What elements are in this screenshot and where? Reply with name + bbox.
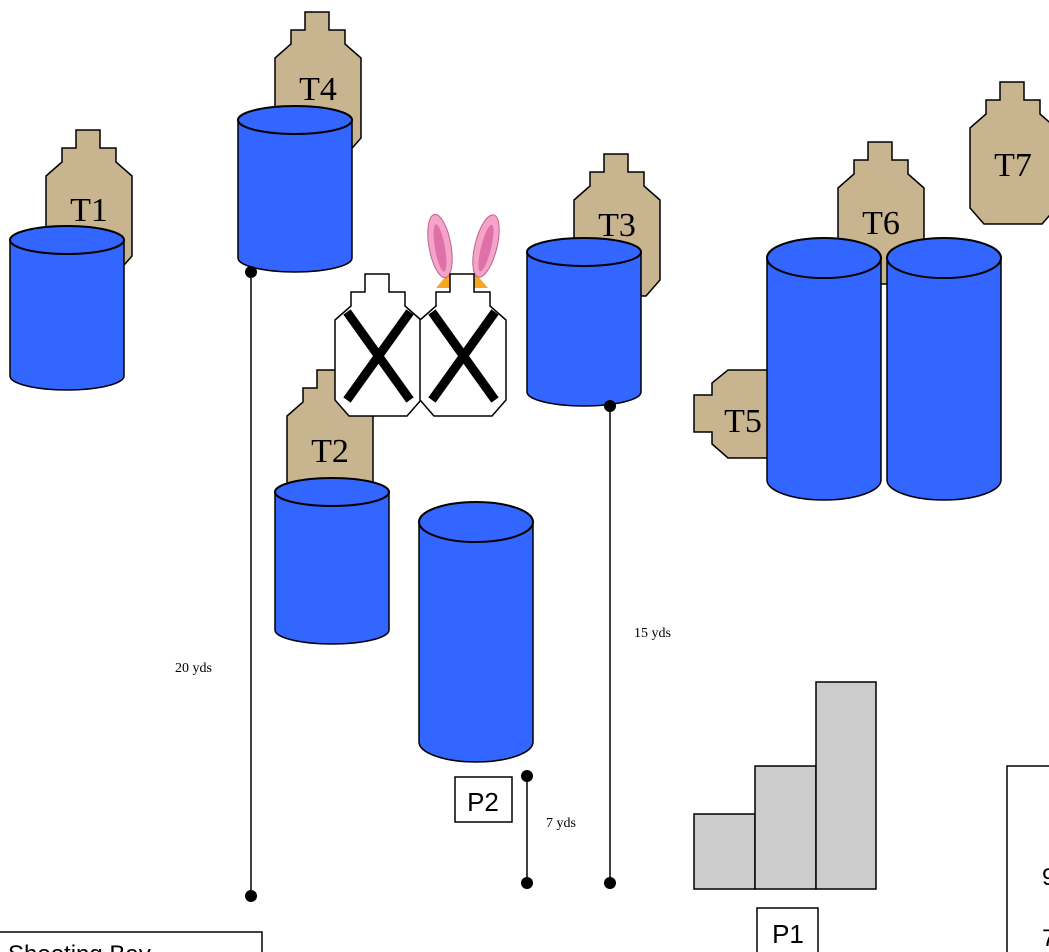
distance-label-15yds: 15 yds xyxy=(634,626,671,641)
stage-info-box: 9 7 xyxy=(1006,765,1049,952)
no-shoot-target-left xyxy=(334,273,422,417)
target-t6-label: T6 xyxy=(862,205,900,242)
barrel-1 xyxy=(9,225,125,391)
distance-line-15yds xyxy=(604,400,616,889)
stage-info-line1: 9 xyxy=(1042,864,1049,891)
position-p1-label: P1 xyxy=(772,919,804,949)
distance-label-20yds: 20 yds xyxy=(175,661,212,676)
target-t1: T1 xyxy=(45,129,133,273)
target-t6: T6 xyxy=(837,141,925,285)
target-t4: T4 xyxy=(274,11,362,155)
target-t4-label: T4 xyxy=(299,71,337,108)
no-shoot-target-right xyxy=(419,273,507,417)
position-p2-label: P2 xyxy=(467,787,499,817)
target-t1-label: T1 xyxy=(70,192,108,229)
target-t3-label: T3 xyxy=(598,207,636,244)
stage-title-box: l Shooting Bay xyxy=(0,931,263,952)
target-t2-label: T2 xyxy=(311,433,349,470)
target-t5-label: T5 xyxy=(724,403,762,440)
target-t3: T3 xyxy=(573,153,661,297)
distance-line-20yds xyxy=(245,266,257,902)
distance-line-7yds xyxy=(521,770,533,889)
distance-label-7yds: 7 yds xyxy=(546,816,576,831)
barrel-7 xyxy=(886,237,1002,501)
barrel-6 xyxy=(766,237,882,501)
position-p1: P1 xyxy=(756,907,819,952)
step-platform-icon xyxy=(693,681,877,890)
target-t7-label: T7 xyxy=(994,147,1032,184)
barrel-2 xyxy=(237,105,353,273)
target-t2: T2 xyxy=(286,369,374,513)
target-t7: T7 xyxy=(969,81,1049,225)
position-p2: P2 xyxy=(454,776,513,823)
barrel-4 xyxy=(274,477,390,645)
bunny-ears-icon xyxy=(427,213,500,288)
barrel-5 xyxy=(418,501,534,763)
barrel-3 xyxy=(526,237,642,407)
stage-info-line2: 7 xyxy=(1042,925,1049,952)
stage-title-text: l Shooting Bay xyxy=(0,941,151,952)
